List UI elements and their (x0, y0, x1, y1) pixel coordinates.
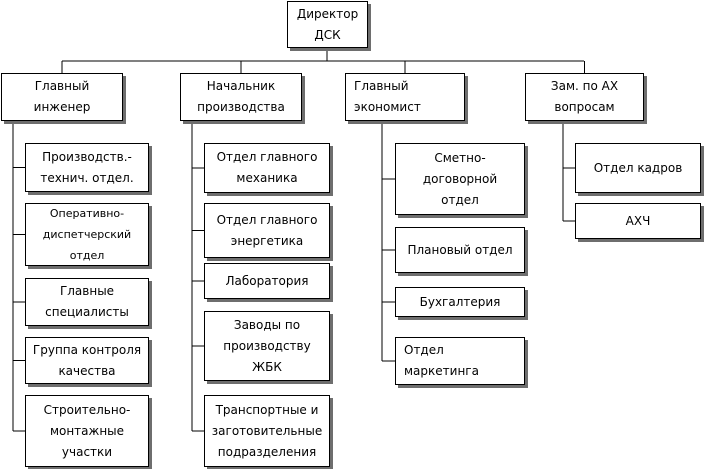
unit-box-1-3-line-2: ЖБК (252, 359, 282, 374)
head-box-1-label: Начальник производства (197, 76, 285, 118)
unit-box-0-0-line-1: технич. отдел. (40, 170, 134, 185)
unit-box-0-1-line-0: Оперативно- (49, 207, 125, 220)
unit-box-1-4-line-2: подразделения (217, 444, 317, 459)
unit-box-2-3-line-0: Отдел (404, 343, 444, 357)
unit-box-0-2: Главные специалисты (25, 278, 149, 326)
director-box-line-0: Директор (296, 6, 359, 21)
head-box-1-line-0: Начальник (206, 79, 276, 93)
unit-box-1-0-line-1: механика (236, 171, 298, 185)
unit-box-3-0-label: Отдел кадров (594, 158, 683, 179)
head-box-3-line-1: вопросам (554, 100, 615, 114)
unit-box-2-3-line-1: маркетинга (404, 364, 479, 378)
unit-box-1-0: Отдел главного механика (204, 143, 330, 193)
director-box-line-1: ДСК (314, 27, 341, 42)
unit-box-3-1-line-0: АХЧ (625, 213, 651, 228)
head-box-0-line-0: Главный (34, 79, 90, 93)
unit-box-2-0-line-1: договорной (422, 171, 498, 186)
unit-box-0-1: Оперативно-диспетчерский отдел (25, 203, 149, 266)
unit-box-1-4-line-1: заготовительные (211, 423, 323, 438)
head-box-2-line-1: экономист (354, 100, 421, 114)
unit-box-2-3: Отдел маркетинга (395, 337, 525, 385)
unit-box-0-2-line-0: Главные (59, 284, 115, 298)
unit-box-0-1-line-1: диспетчерский отдел (42, 228, 132, 262)
unit-box-2-0: Сметно-договорной отдел (395, 143, 525, 215)
unit-box-2-1-line-0: Плановый отдел (407, 242, 513, 257)
unit-box-2-0-line-0: Сметно- (434, 150, 486, 165)
unit-box-1-2-label: Лаборатория (225, 271, 308, 292)
unit-box-3-1: АХЧ (575, 203, 701, 239)
unit-box-1-0-line-0: Отдел главного (216, 150, 318, 164)
head-box-1: Начальник производства (180, 73, 302, 121)
unit-box-1-1: Отдел главного энергетика (204, 203, 330, 258)
unit-box-2-2: Бухгалтерия (395, 287, 525, 317)
unit-box-1-0-label: Отдел главного механика (217, 147, 318, 189)
unit-box-3-0: Отдел кадров (575, 143, 701, 193)
unit-box-1-1-line-0: Отдел главного (216, 212, 318, 227)
unit-box-2-2-line-0: Бухгалтерия (419, 294, 501, 309)
unit-box-0-2-line-1: специалисты (45, 305, 129, 319)
unit-box-0-1-label: Оперативно-диспетчерский отдел (29, 203, 145, 266)
head-box-3: Зам. по АХ вопросам (525, 73, 644, 121)
unit-box-1-1-line-1: энергетика (230, 233, 304, 248)
unit-box-1-4-line-0: Транспортные и (215, 402, 319, 417)
head-box-1-line-1: производства (197, 100, 285, 114)
unit-box-0-3: Группа контроля качества (25, 337, 149, 384)
unit-box-2-1: Плановый отдел (395, 227, 525, 273)
unit-box-1-4-label: Транспортные и заготовительные подразделен… (212, 400, 322, 463)
unit-box-0-4-label: Строительно-монтажные участки (29, 400, 145, 463)
unit-box-1-4: Транспортные и заготовительные подразделен… (204, 395, 330, 467)
head-box-0: Главный инженер (1, 73, 123, 121)
unit-box-0-0-line-0: Производств.- (42, 149, 132, 164)
unit-box-1-2-line-0: Лаборатория (225, 273, 309, 288)
head-box-3-label: Зам. по АХ вопросам (551, 76, 618, 118)
head-box-3-line-0: Зам. по АХ (550, 79, 619, 93)
unit-box-1-1-label: Отдел главного энергетика (217, 210, 318, 252)
unit-box-3-0-line-0: Отдел кадров (593, 160, 683, 175)
head-box-0-line-1: инженер (33, 100, 91, 114)
unit-box-2-2-label: Бухгалтерия (420, 292, 501, 313)
unit-box-1-2: Лаборатория (204, 263, 330, 299)
unit-box-0-4-line-0: Строительно- (43, 402, 131, 417)
unit-box-0-3-label: Группа контроля качества (33, 340, 141, 382)
unit-box-2-3-label: Отдел маркетинга (404, 340, 479, 382)
head-box-2-label: Главный экономист (354, 76, 421, 118)
unit-box-0-3-line-1: качества (58, 363, 116, 378)
unit-box-0-2-label: Главные специалисты (45, 281, 129, 323)
unit-box-3-1-label: АХЧ (626, 211, 651, 232)
unit-box-2-1-label: Плановый отдел (407, 240, 512, 261)
unit-box-0-0: Производств.- технич. отдел. (25, 143, 149, 192)
unit-box-0-0-label: Производств.- технич. отдел. (40, 147, 133, 189)
unit-box-0-4: Строительно-монтажные участки (25, 395, 149, 467)
unit-box-0-4-line-1: монтажные участки (49, 423, 125, 459)
head-box-0-label: Главный инженер (34, 76, 91, 118)
head-box-2: Главный экономист (345, 73, 465, 121)
unit-box-2-0-label: Сметно-договорной отдел (423, 148, 497, 211)
unit-box-1-3-line-0: Заводы по (233, 317, 301, 332)
unit-box-2-0-line-2: отдел (441, 192, 479, 207)
unit-box-1-3-line-1: производству (223, 338, 311, 353)
head-box-2-line-0: Главный (354, 79, 409, 93)
unit-box-0-3-line-0: Группа контроля (32, 342, 142, 357)
